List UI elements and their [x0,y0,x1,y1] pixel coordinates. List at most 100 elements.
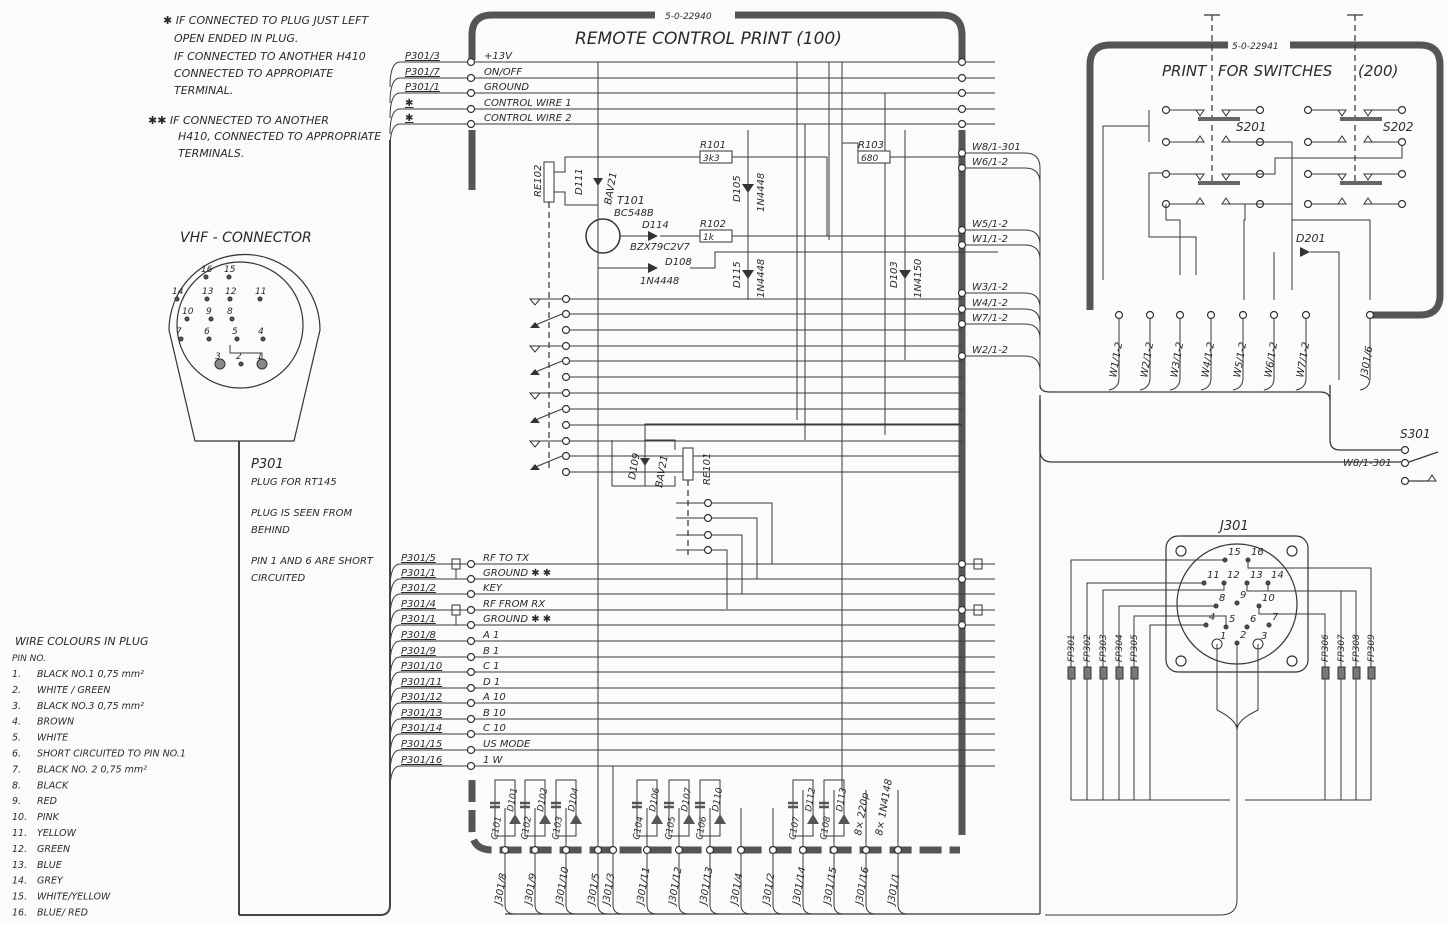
switch-print-frame [1086,41,1444,319]
input-pin-label: P301/1 [401,568,436,579]
capacitor-label: C106 [695,815,709,840]
output-wire-label: W3/1-2 [972,282,1008,293]
d108-diode-icon [648,263,658,273]
terminal [957,88,967,98]
terminal [957,119,967,129]
wire [966,244,1041,385]
relay-contact [561,372,571,382]
switch-print-title: (200) [1358,62,1398,80]
d114-label: D114 [642,220,669,231]
switch-bar [1340,181,1382,185]
switch-contact [1303,105,1313,115]
d114-diode-icon [648,231,658,241]
transistor-t101-icon [585,218,621,254]
connector-face [176,261,304,389]
j301-pin-label: 5 [1229,614,1235,625]
connector-pin-label: 7 [176,327,182,337]
relay-contact [703,513,713,523]
switch-bar [1198,117,1240,121]
s202-label: S202 [1383,120,1414,134]
terminal [1365,310,1375,320]
connector-body [168,253,321,442]
terminal [736,845,746,855]
connector-pin-label: 3 [215,352,221,362]
terminal [466,119,476,129]
wire-colour-pin: 8. [12,780,21,791]
terminal [798,845,808,855]
wire-colour-name: SHORT CIRCUITED TO PIN NO.1 [37,749,186,760]
vhf-desc-line: P301 [251,457,284,472]
filter-icon [1099,666,1108,680]
wire [389,593,995,620]
wire-colour-pin: 15. [12,892,27,903]
r101-value: 3k3 [703,154,720,164]
note1-line: OPEN ENDED IN PLUG. [174,32,298,45]
vhf-desc-line: PLUG IS SEEN FROM [251,508,353,519]
wire [389,765,995,792]
connector-pin-label: 13 [202,287,214,297]
connector-pin-icon [234,336,240,342]
output-pin-label: J301/9 [523,872,540,907]
signal-label: D 1 [483,677,500,688]
switch-output-label: J301/6 [1359,345,1376,380]
wire [966,323,1041,385]
wire-colour-name: BLACK NO.1 0,75 mm² [37,669,144,680]
terminal [1238,310,1248,320]
wire-colour-pin: 9. [12,796,21,807]
d103-type: 1N4150 [913,259,924,298]
r103-value: 680 [861,154,878,164]
terminal [466,605,476,615]
d114-type: BZX79C2V7 [630,242,690,253]
signal-label: A 10 [482,692,506,703]
switch-contact [1397,137,1407,147]
output-wire-label: W2/1-2 [972,345,1008,356]
signal-label: ON/OFF [484,67,522,78]
signal-label: RF FROM RX [483,599,546,610]
t101-label: T101 [617,194,645,207]
d115-label: D115 [732,261,743,288]
terminal [1175,310,1185,320]
d109-label: D109 [627,452,642,480]
terminal [466,761,476,771]
note2-line: H410, CONNECTED TO APPROPRIATE [178,130,381,143]
signal-label: CONTROL WIRE 1 [484,98,572,109]
relay-contact [561,404,571,414]
wire [389,77,995,104]
terminal [466,745,476,755]
wire-colour-pin: 2. [12,685,21,696]
wire-colour-name: BLUE [37,860,62,871]
relay-contact [561,341,571,351]
wire [966,229,1041,385]
terminal [1269,310,1279,320]
input-pin-label: P301/12 [401,692,442,703]
wire [389,749,995,776]
diode-icon [509,814,521,824]
input-pin-label: P301/8 [401,630,436,641]
remote-print-title: REMOTE CONTROL PRINT (100) [575,29,842,49]
switch-output-label: W1/1-2 [1108,341,1125,378]
wire [389,563,995,590]
relay-contact [561,467,571,477]
d115-type: 1N4448 [756,259,767,298]
filter-icon [1352,666,1361,680]
relay-contact [703,530,713,540]
j301-pin-label: 1 [1220,631,1226,642]
note1-line: CONNECTED TO APPROPIATE [174,67,333,80]
wire-colour-name: GREY [37,876,64,887]
note2-line: ✱✱ IF CONNECTED TO ANOTHER [148,114,329,127]
connector-pin-icon [226,274,232,280]
wire [389,624,995,651]
terminal [608,845,618,855]
relay-contact [703,498,713,508]
switch-contact [1161,105,1171,115]
diode-icon [683,814,695,824]
capacitor-label: C104 [632,815,646,840]
terminal [561,845,571,855]
signal-label: GROUND ✱ ✱ [483,614,551,625]
s301-label: S301 [1400,427,1431,441]
terminal [957,225,967,235]
wire-colour-pin: 13. [12,860,27,871]
